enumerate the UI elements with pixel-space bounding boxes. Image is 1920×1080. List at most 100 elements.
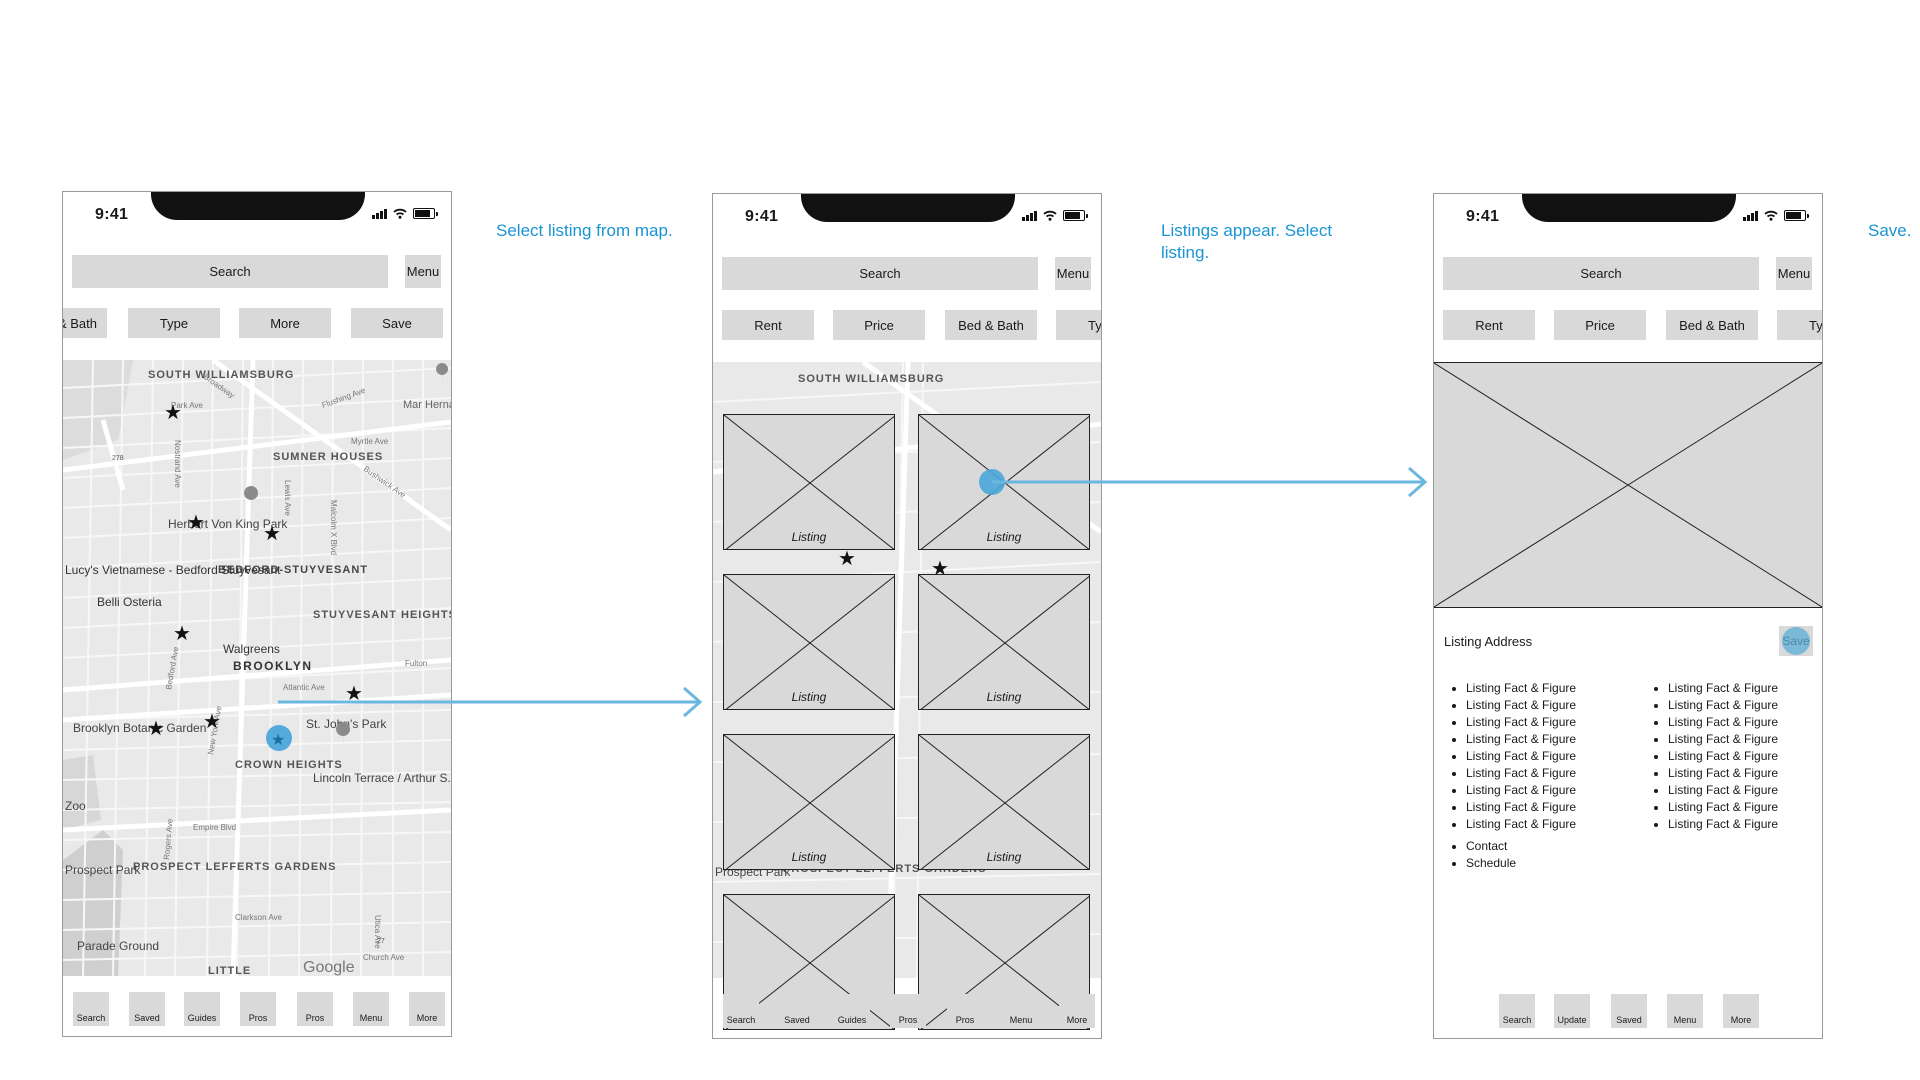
battery-icon [1784, 209, 1809, 221]
tab-saved[interactable]: Saved [779, 994, 815, 1028]
filter-save-button[interactable]: Save [351, 308, 443, 338]
listing-fact: Listing Fact & Figure [1466, 765, 1576, 782]
filter-type-button[interactable]: Type [1777, 310, 1822, 340]
location-pin-icon [244, 486, 259, 512]
listing-card-label: Listing [791, 850, 827, 864]
filter-bed-bath-button[interactable]: Bed & Bath [1666, 310, 1758, 340]
tab-saved[interactable]: Saved [129, 992, 165, 1026]
device-notch [1522, 194, 1736, 222]
tab-more[interactable]: More [1059, 994, 1095, 1028]
contact-link[interactable]: Contact [1466, 838, 1516, 855]
star-marker-icon[interactable]: ★ [345, 683, 363, 705]
tab-more[interactable]: More [1723, 994, 1759, 1028]
search-button[interactable]: Search [72, 255, 388, 288]
tab-more[interactable]: More [409, 992, 445, 1026]
location-pin-icon [436, 363, 449, 386]
tab-guides[interactable]: Guides [184, 992, 220, 1026]
listing-card-label: Listing [791, 530, 827, 544]
filter-bed-bath-button[interactable]: Bed & Bath [63, 308, 107, 338]
tab-bar: Search Saved Guides Pros Pros Menu More [63, 992, 451, 1032]
tab-pros[interactable]: Pros [890, 994, 926, 1028]
step-caption-3: Save. [1868, 221, 1912, 240]
star-marker-icon[interactable]: ★ [173, 623, 191, 645]
tab-menu[interactable]: Menu [353, 992, 389, 1026]
star-marker-icon[interactable]: ★ [164, 402, 182, 424]
star-marker-icon[interactable]: ★ [187, 512, 205, 534]
tab-bar: Search Update Saved Menu More [1434, 994, 1822, 1034]
map-label-walgreens: Walgreens [223, 642, 280, 656]
filter-price-button[interactable]: Price [833, 310, 925, 340]
filter-rent-button[interactable]: Rent [722, 310, 814, 340]
star-marker-icon[interactable]: ★ [263, 523, 281, 545]
listing-fact: Listing Fact & Figure [1668, 748, 1778, 765]
placeholder-image-icon [724, 415, 894, 549]
facts-list-left: Listing Fact & FigureListing Fact & Figu… [1446, 680, 1576, 833]
placeholder-image-icon [724, 575, 894, 709]
listing-card[interactable]: Listing [723, 574, 895, 710]
map-label-zoo: Zoo [65, 799, 86, 813]
tab-bar: Search Saved Guides Pros Pros Menu More [713, 994, 1101, 1034]
step-caption-1: Select listing from map. [496, 221, 673, 240]
listing-card[interactable]: Listing [918, 734, 1090, 870]
menu-button[interactable]: Menu [405, 255, 441, 288]
filter-type-button[interactable]: Type [128, 308, 220, 338]
listing-card[interactable]: Listing [723, 734, 895, 870]
menu-button[interactable]: Menu [1776, 257, 1812, 290]
map-street-fulton: Fulton [405, 659, 427, 668]
tab-pros-2[interactable]: Pros [947, 994, 983, 1028]
tab-search[interactable]: Search [1499, 994, 1535, 1028]
listing-card-label: Listing [986, 850, 1022, 864]
map-label-south-williamsburg: SOUTH WILLIAMSBURG [798, 373, 944, 385]
tab-saved[interactable]: Saved [1611, 994, 1647, 1028]
map-label-belli-osteria: Belli Osteria [97, 595, 162, 609]
schedule-link[interactable]: Schedule [1466, 855, 1516, 872]
filter-type-button[interactable]: Type [1056, 310, 1101, 340]
filter-bar: Bed & Bath Type More Save [63, 308, 451, 338]
tab-pros-2[interactable]: Pros [297, 992, 333, 1026]
search-button[interactable]: Search [722, 257, 1038, 290]
listing-photo-placeholder [1434, 362, 1822, 608]
contact-actions-list: Contact Schedule [1446, 838, 1516, 872]
tab-menu[interactable]: Menu [1667, 994, 1703, 1028]
star-marker-icon: ★ [838, 548, 856, 570]
tab-guides[interactable]: Guides [834, 994, 870, 1028]
map-view[interactable]: SOUTH WILLIAMSBURG SUMNER HOUSES Herbert… [63, 360, 451, 976]
star-marker-icon[interactable]: ★ [203, 711, 221, 733]
map-label-sumner-houses: SUMNER HOUSES [273, 451, 383, 463]
map-canvas[interactable]: SOUTH WILLIAMSBURG SUMNER HOUSES Herbert… [63, 360, 451, 976]
listing-card[interactable]: Listing [918, 574, 1090, 710]
selected-star-marker-icon: ★ [271, 732, 285, 749]
map-street-lewis-ave: Lewis Ave [283, 480, 292, 516]
filter-bed-bath-button[interactable]: Bed & Bath [945, 310, 1037, 340]
signal-icon [1743, 210, 1758, 221]
tab-search[interactable]: Search [723, 994, 759, 1028]
map-street-nostrand-ave: Nostrand Ave [173, 440, 182, 488]
map-street-clarkson-ave: Clarkson Ave [235, 913, 283, 922]
listing-fact: Listing Fact & Figure [1466, 680, 1576, 697]
menu-button[interactable]: Menu [1055, 257, 1091, 290]
listing-fact: Listing Fact & Figure [1466, 816, 1576, 833]
map-label-marcy-hernandez: Mar Hernan Par [403, 399, 451, 411]
tab-menu[interactable]: Menu [1003, 994, 1039, 1028]
filter-rent-button[interactable]: Rent [1443, 310, 1535, 340]
listing-address: Listing Address [1444, 634, 1533, 649]
filter-more-button[interactable]: More [239, 308, 331, 338]
placeholder-image-icon [919, 575, 1089, 709]
listing-card-label: Listing [791, 690, 827, 704]
star-marker-icon[interactable]: ★ [147, 718, 165, 740]
tab-search[interactable]: Search [73, 992, 109, 1026]
listing-fact: Listing Fact & Figure [1668, 731, 1778, 748]
wifi-icon [1043, 210, 1057, 221]
search-button[interactable]: Search [1443, 257, 1759, 290]
wifi-icon [393, 208, 407, 219]
phone-screen-map: 9:41 Search Menu Bed & Bath Type More Sa… [62, 191, 452, 1037]
map-label-parade-ground: Parade Ground [77, 939, 159, 953]
filter-price-button[interactable]: Price [1554, 310, 1646, 340]
listing-fact: Listing Fact & Figure [1466, 731, 1576, 748]
tab-update[interactable]: Update [1554, 994, 1590, 1028]
listing-fact: Listing Fact & Figure [1668, 714, 1778, 731]
listing-card[interactable]: Listing [723, 414, 895, 550]
selected-marker-icon[interactable] [266, 725, 292, 751]
tab-pros[interactable]: Pros [240, 992, 276, 1026]
